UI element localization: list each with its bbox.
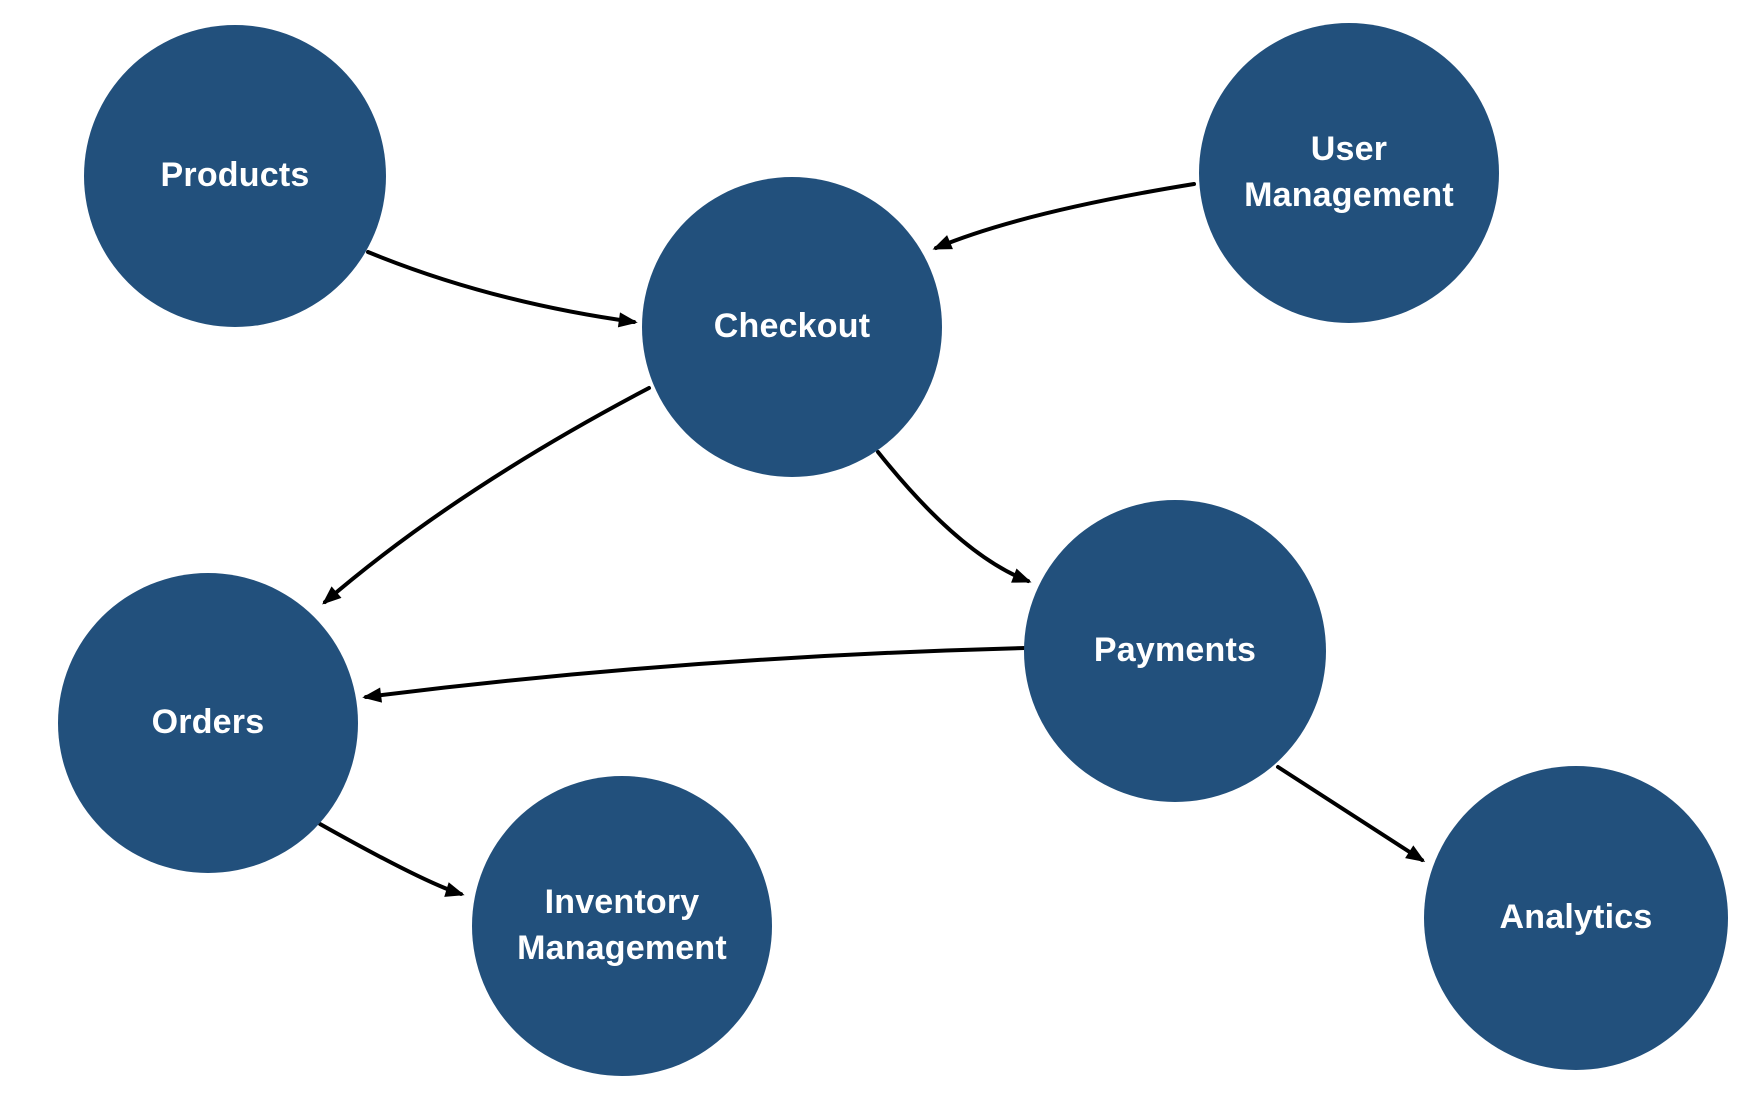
node-inventory-management: Inventory Management [472, 776, 772, 1076]
edge-payments-to-analytics [1276, 765, 1426, 863]
node-label-user-management: User Management [1244, 130, 1454, 214]
node-analytics: Analytics [1424, 766, 1728, 1070]
node-payments: Payments [1024, 500, 1326, 802]
node-products: Products [84, 25, 386, 327]
node-label-orders: Orders [151, 703, 265, 742]
edge-products-to-checkout [366, 250, 638, 328]
edge-user-management-to-checkout [932, 182, 1196, 250]
node-label-analytics: Analytics [1499, 898, 1653, 937]
node-label-inventory-management: Inventory Management [517, 883, 727, 967]
edge-orders-to-inventory-management [318, 822, 465, 897]
node-label-products: Products [160, 156, 310, 195]
node-user-management: User Management [1199, 23, 1499, 323]
edge-checkout-to-payments [876, 450, 1032, 583]
node-label-payments: Payments [1093, 631, 1257, 670]
edge-payments-to-orders [362, 646, 1027, 703]
node-checkout: Checkout [642, 177, 942, 477]
edge-checkout-to-orders [322, 386, 651, 605]
node-orders: Orders [58, 573, 358, 873]
node-label-checkout: Checkout [713, 307, 871, 346]
